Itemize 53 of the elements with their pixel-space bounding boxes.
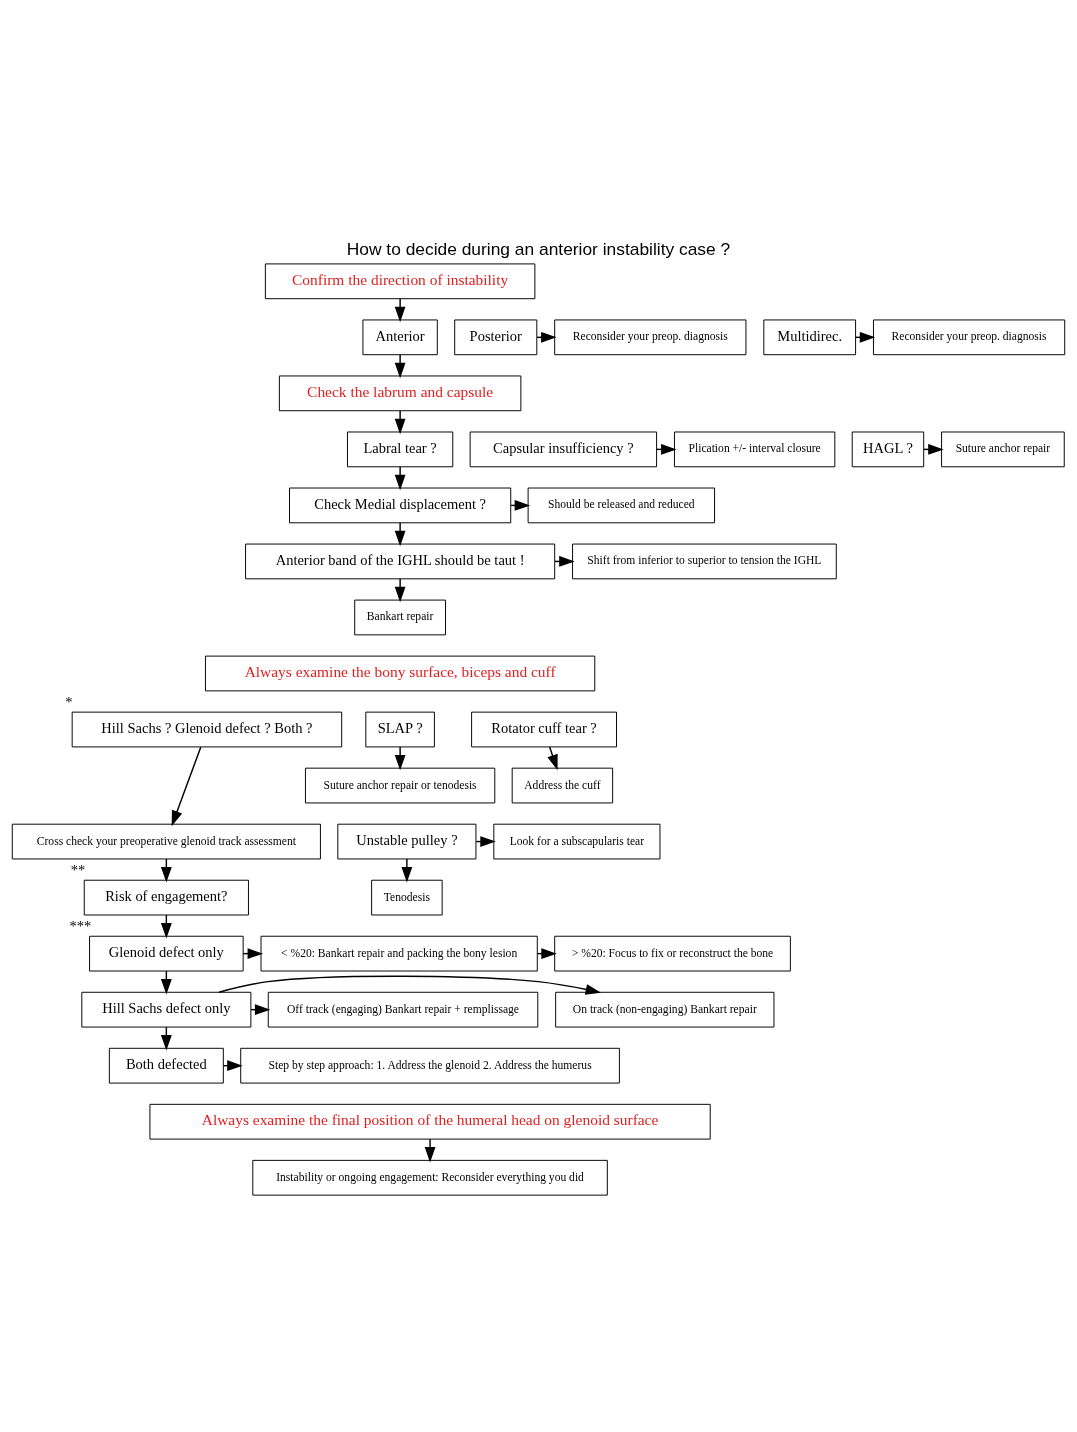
node-box: Capsular insufficiency ?: [469, 431, 658, 468]
node-box: Glenoid defect only: [89, 935, 244, 972]
node-box: Off track (engaging) Bankart repair + remplissage: [267, 991, 539, 1028]
node-box: Instability or ongoing engagement: Reconsider everything you did: [252, 1159, 608, 1196]
node-box: Suture anchor repair: [941, 431, 1065, 468]
node-box: Cross check your preoperative glenoid track assessment: [11, 823, 321, 860]
arrow: [401, 858, 413, 883]
node-box: > %20: Focus to fix or reconstruct the bone: [554, 935, 791, 972]
node-box: HAGL ?: [851, 431, 925, 468]
node-box: SLAP ?: [365, 711, 435, 748]
node-box: Check the labrum and capsule: [278, 375, 522, 412]
node-box: Suture anchor repair or tenodesis: [304, 767, 496, 804]
arrow: [394, 522, 406, 547]
node-box: Hill Sachs defect only: [81, 991, 252, 1028]
node-box: Anterior: [362, 319, 438, 356]
arrow: [394, 298, 406, 323]
node-box: Unstable pulley ?: [337, 823, 477, 860]
node-box: Reconsider your preop. diagnosis: [554, 319, 747, 356]
arrow: [394, 354, 406, 379]
node-box: < %20: Bankart repair and packing the bony lesion: [260, 935, 538, 972]
node-box: Address the cuff: [511, 767, 614, 804]
node-box: Should be released and reduced: [527, 487, 716, 524]
node-box: Risk of engagement?: [83, 879, 249, 916]
arrow: [171, 746, 202, 827]
node-box: Check Medial displacement ?: [289, 487, 512, 524]
node-label: **: [70, 862, 86, 879]
node-box: Bankart repair: [354, 599, 446, 636]
node-box: Always examine the bony surface, biceps and cuff: [205, 655, 596, 692]
node-box: Confirm the direction of instability: [264, 263, 536, 300]
node-box: Look for a subscapularis tear: [493, 823, 661, 860]
node-box: Multidirec.: [763, 319, 857, 356]
node-box: Hill Sachs ? Glenoid defect ? Both ?: [71, 711, 343, 748]
node-box: Always examine the final position of the humeral head on glenoid surface: [149, 1103, 711, 1140]
node-box: Plication +/- interval closure: [673, 431, 836, 468]
arrow: [547, 746, 558, 771]
node-box: On track (non-engaging) Bankart repair: [555, 991, 775, 1028]
arrow: [394, 746, 406, 771]
node-box: Rotator cuff tear ?: [471, 711, 617, 748]
arrow: [394, 578, 406, 603]
node-label: *: [65, 694, 73, 711]
node-box: Shift from inferior to superior to tension the IGHL: [572, 543, 837, 580]
node-box: Labral tear ?: [347, 431, 454, 468]
diagram-title: How to decide during an anterior instability case ?: [346, 238, 731, 259]
arrow: [394, 410, 406, 435]
node-box: Posterior: [454, 319, 538, 356]
arrow: [424, 1138, 436, 1163]
node-box: Tenodesis: [371, 879, 443, 916]
node-box: Both defected: [108, 1047, 224, 1084]
node-box: Anterior band of the IGHL should be taut !: [245, 543, 556, 580]
node-label: ***: [69, 918, 92, 935]
node-box: Reconsider your preop. diagnosis: [872, 319, 1066, 356]
node-box: Step by step approach: 1. Address the glenoid 2. Address the humerus: [240, 1047, 620, 1084]
arrow: [394, 466, 406, 491]
